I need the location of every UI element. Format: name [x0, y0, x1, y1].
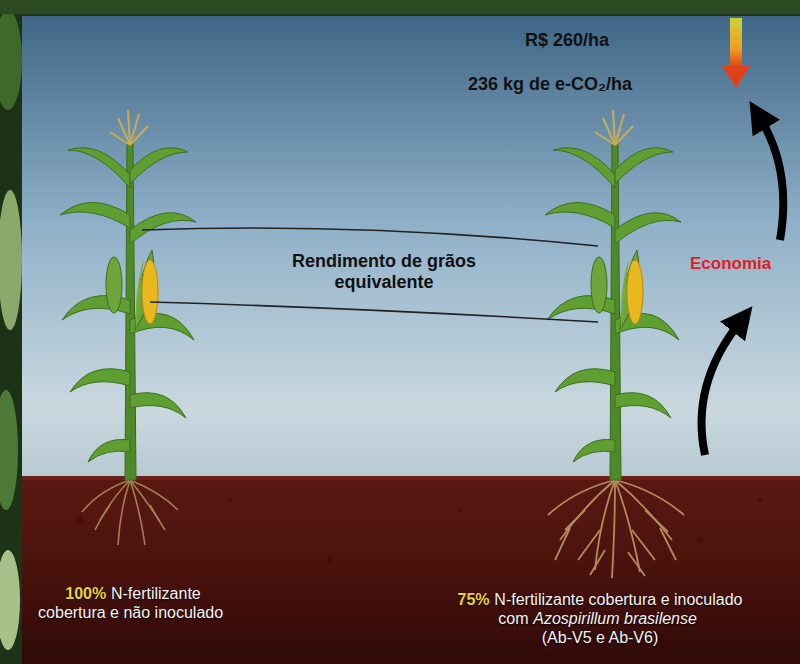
- species-name: Azospirillum brasilense: [533, 610, 697, 627]
- yield-note: Rendimento de grãos equivalente: [258, 251, 510, 292]
- percent: 100%: [65, 585, 106, 602]
- emission-saving: 236 kg de e-CO₂/ha: [468, 74, 632, 95]
- caption-group: 100%N-fertilizante cobertura e não inocu…: [38, 584, 228, 622]
- saving-label: Economia: [690, 254, 771, 274]
- cost-saving: R$ 260/ha: [525, 30, 609, 51]
- strain-list: (Ab-V5 e Ab-V6): [420, 628, 780, 647]
- caption-group: 75%N-fertilizante cobertura e inoculado …: [420, 590, 780, 648]
- percent: 75%: [458, 591, 490, 608]
